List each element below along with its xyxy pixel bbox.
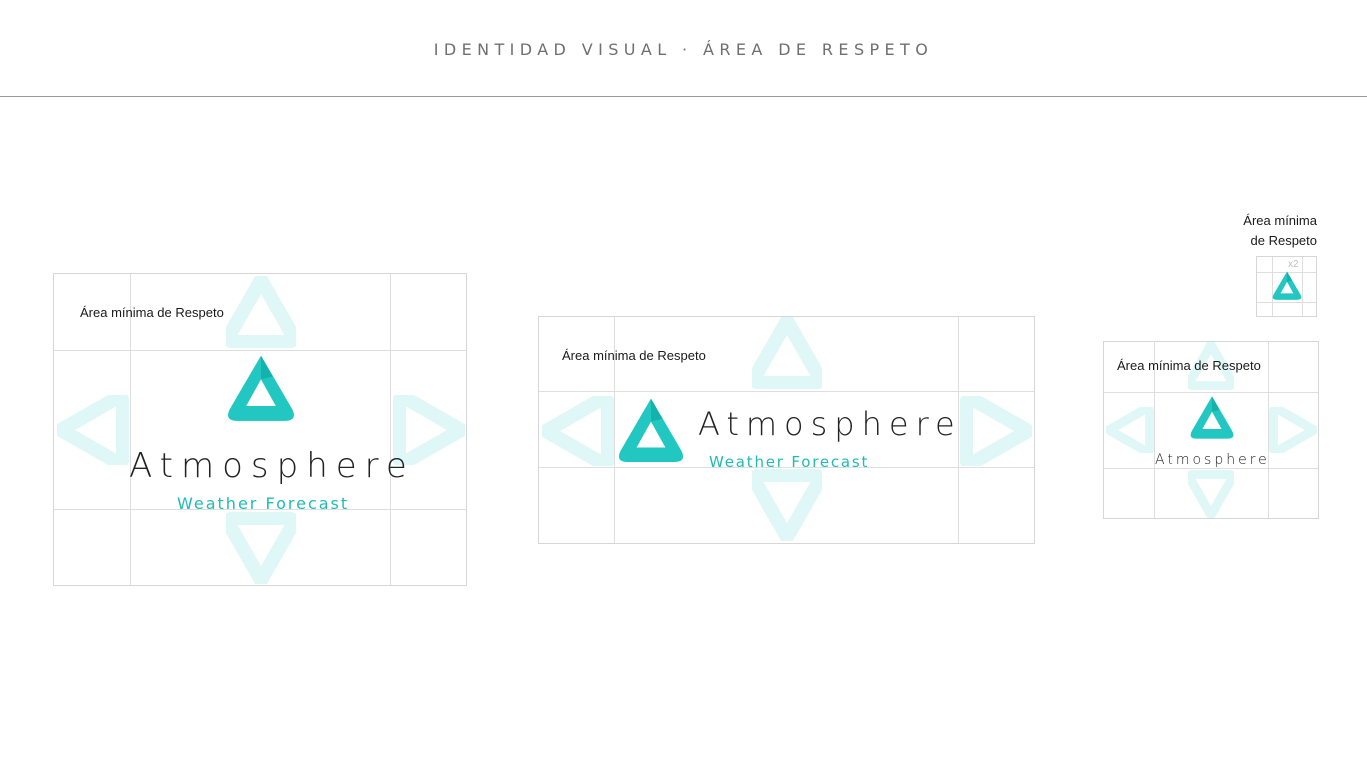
atmosphere-drop-logo-icon: [228, 355, 294, 421]
grid-line: [958, 317, 959, 543]
ghost-triangle-bottom-icon: [752, 469, 822, 541]
respect-area-label: Área mínima de Respeto: [80, 305, 224, 320]
minimum-area-label-line2: de Respeto: [1250, 233, 1318, 248]
brand-wordmark: Atmosphere: [698, 405, 962, 443]
ghost-triangle-left-icon: [57, 395, 129, 465]
page-title: IDENTIDAD VISUAL · ÁREA DE RESPETO: [433, 40, 934, 59]
header-divider: [0, 96, 1367, 97]
atmosphere-drop-logo-icon: [1190, 396, 1234, 439]
grid-line: [54, 509, 466, 510]
ghost-triangle-top-icon: [226, 276, 296, 348]
minimum-area-label-line1: Área mínima: [1243, 213, 1317, 228]
ghost-triangle-right-icon: [960, 396, 1032, 466]
brand-tagline: Weather Forecast: [709, 453, 870, 471]
scale-badge: x2: [1288, 259, 1299, 270]
grid-line: [539, 467, 1034, 468]
ghost-triangle-bottom-icon: [226, 512, 296, 584]
respect-area-panel-small: Atmosphere Área mínima de Respeto: [1103, 341, 1319, 519]
grid-line: [1302, 257, 1303, 316]
brand-tagline: Weather Forecast: [177, 494, 350, 513]
grid-line: [614, 317, 615, 543]
respect-area-label: Área mínima de Respeto: [562, 348, 706, 363]
atmosphere-drop-logo-icon: [1272, 271, 1302, 300]
grid-line: [539, 391, 1034, 392]
brand-wordmark: Atmosphere: [1155, 452, 1270, 468]
grid-line: [390, 274, 391, 585]
grid-line: [1268, 342, 1269, 518]
brand-wordmark: Atmosphere: [129, 446, 415, 486]
grid-line: [1104, 392, 1318, 393]
ghost-triangle-top-icon: [752, 317, 822, 389]
grid-line: [1272, 257, 1273, 316]
grid-line: [1104, 468, 1318, 469]
respect-area-panel-large: Atmosphere Weather Forecast Área mínima …: [53, 273, 467, 586]
respect-area-panel-minimum: x2: [1256, 256, 1317, 317]
atmosphere-drop-logo-icon: [618, 398, 684, 462]
minimum-area-label: Área mínima de Respeto: [1243, 211, 1317, 251]
ghost-triangle-left-icon: [1106, 407, 1154, 453]
ghost-triangle-bottom-icon: [1188, 470, 1234, 518]
grid-line: [130, 274, 131, 585]
grid-line: [1154, 342, 1155, 518]
grid-line: [54, 350, 466, 351]
ghost-triangle-right-icon: [1269, 407, 1317, 453]
grid-line: [1257, 302, 1316, 303]
respect-area-panel-horizontal: Atmosphere Weather Forecast Área mínima …: [538, 316, 1035, 544]
ghost-triangle-left-icon: [542, 396, 614, 466]
respect-area-label: Área mínima de Respeto: [1117, 358, 1261, 373]
